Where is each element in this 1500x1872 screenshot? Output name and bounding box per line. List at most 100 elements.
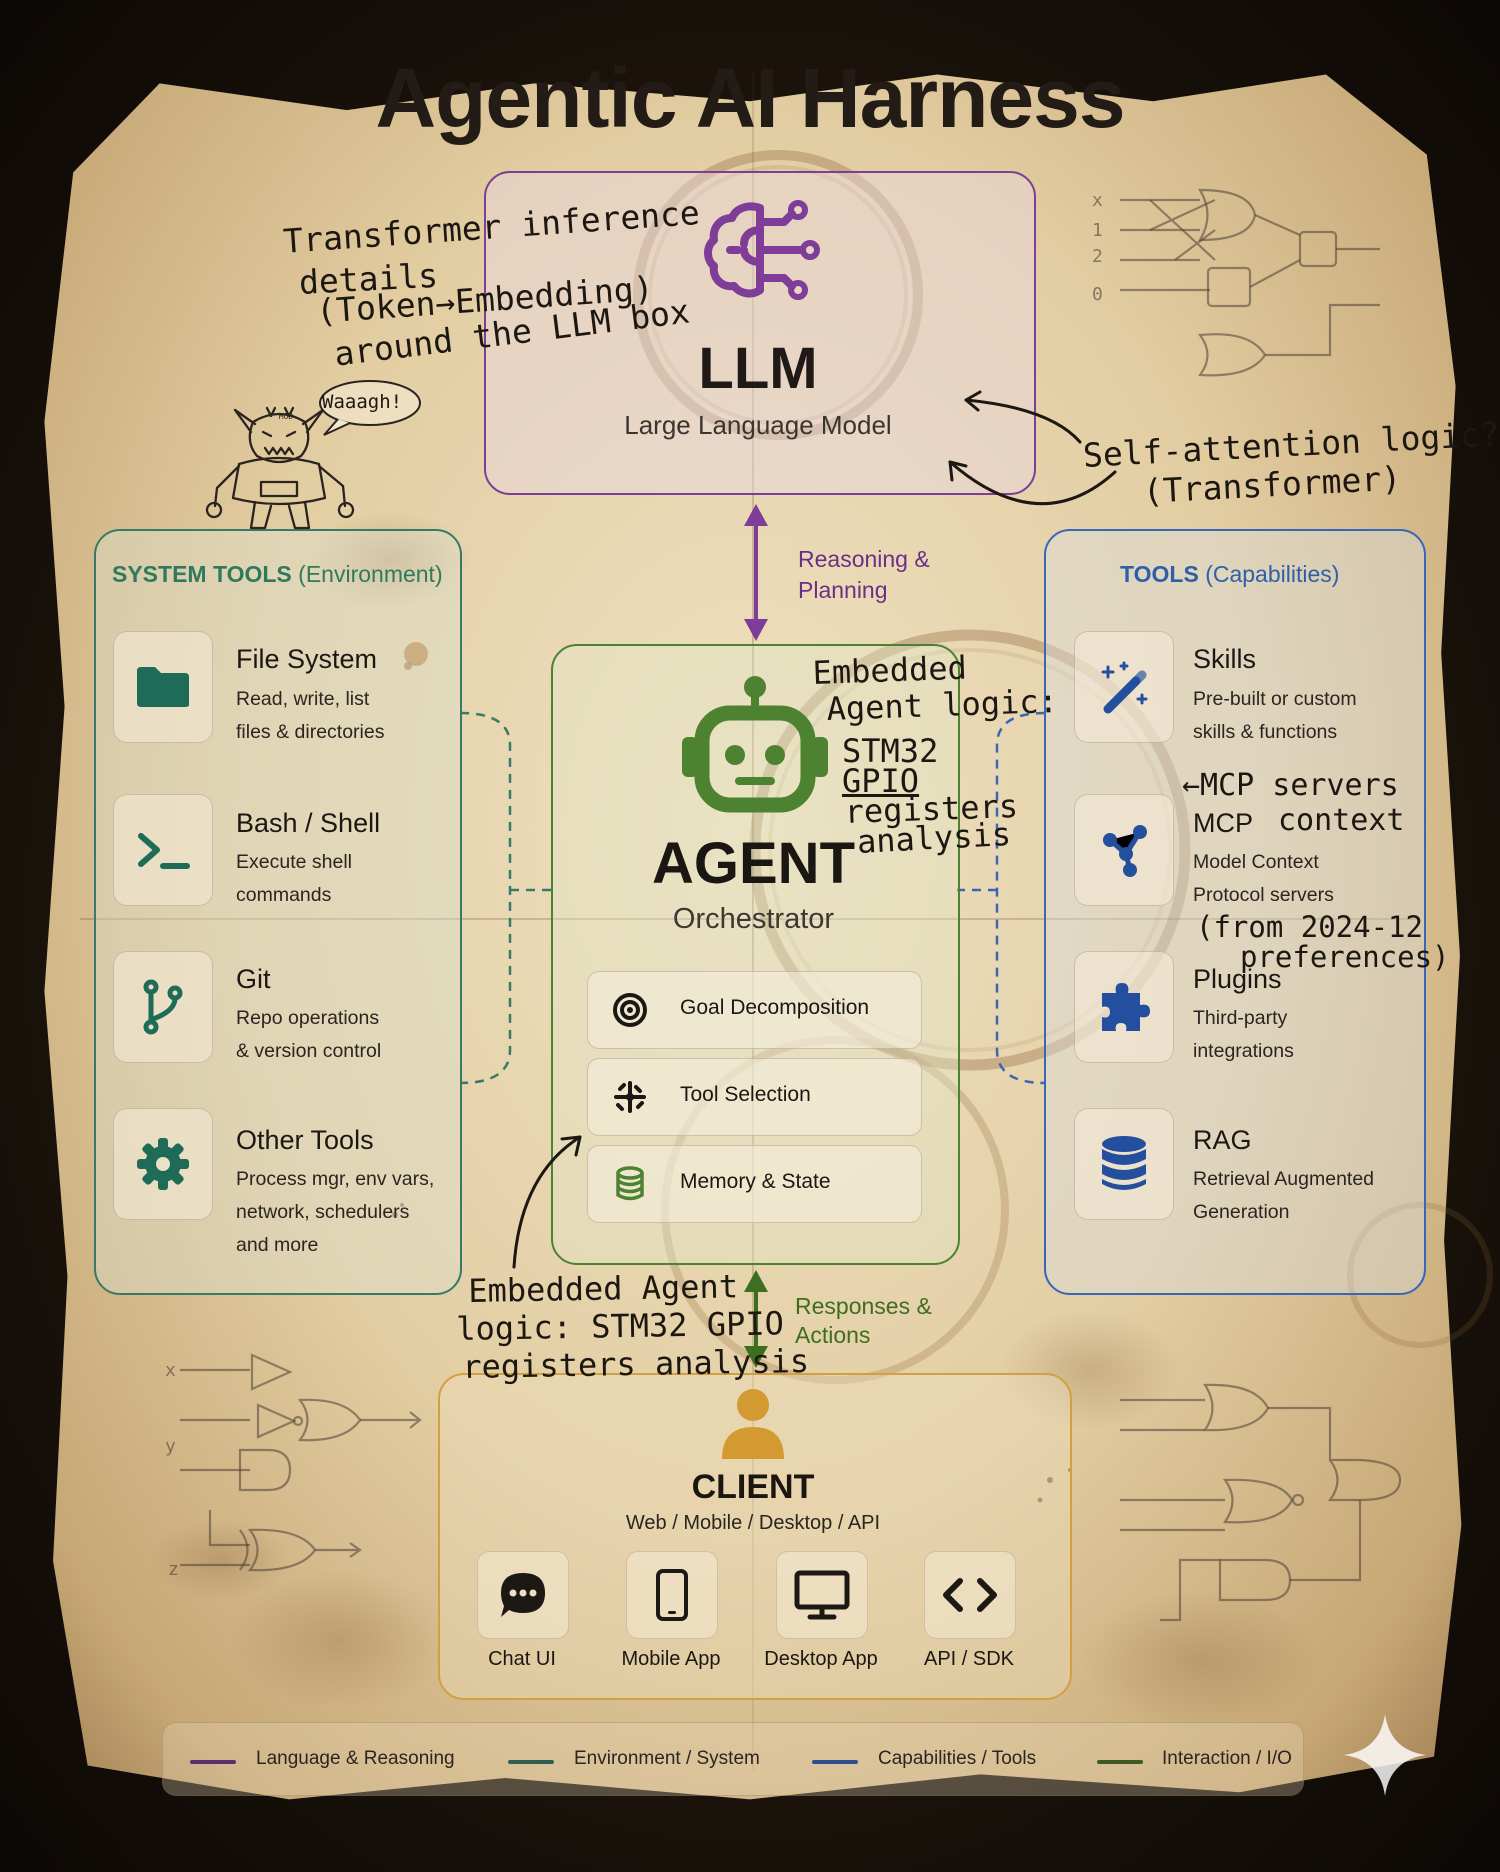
embedded-bottom-arrow xyxy=(512,1135,582,1269)
legend xyxy=(162,1722,1304,1796)
self-attention-arrows xyxy=(948,390,1117,506)
bash-shell-name: Bash / Shell xyxy=(236,808,381,838)
legend-label-language: Language & Reasoning xyxy=(256,1748,455,1769)
memory-state-label: Memory & State xyxy=(680,1170,831,1193)
svg-text:x: x xyxy=(165,1360,176,1381)
system-dashed-bracket xyxy=(459,711,551,1085)
database-stack-icon xyxy=(1102,1136,1146,1190)
mcp-context-note: context xyxy=(1278,803,1405,838)
agent-title: AGENT xyxy=(652,831,855,896)
rag-name: RAG xyxy=(1193,1125,1252,1155)
api-sdk-tile[interactable] xyxy=(924,1551,1016,1639)
file-system-desc: Read, write, list files & directories xyxy=(236,688,385,743)
skills-name: Skills xyxy=(1193,644,1257,674)
paper-fold-vertical xyxy=(752,70,754,1770)
goblin-helmet-badge: MOD xyxy=(278,412,294,421)
desktop-app-tile[interactable] xyxy=(776,1551,868,1639)
mobile-app-tile[interactable] xyxy=(626,1551,718,1639)
svg-text:y: y xyxy=(165,1436,176,1457)
legend-label-capabilities: Capabilities / Tools xyxy=(878,1748,1037,1769)
desktop-app-label: Desktop App xyxy=(764,1648,878,1670)
user-icon xyxy=(722,1389,784,1459)
brain-circuit-icon xyxy=(704,200,820,300)
git-desc: Repo operations & version control xyxy=(236,1007,382,1062)
legend-label-environment: Environment / System xyxy=(574,1748,760,1769)
legend-swatch-interaction xyxy=(1097,1760,1143,1764)
system-tools-title: SYSTEM TOOLS xyxy=(112,561,292,587)
file-system-tile[interactable] xyxy=(113,631,213,743)
skills-desc: Pre-built or custom skills & functions xyxy=(1193,688,1357,743)
sparkle-icon xyxy=(1344,1714,1426,1796)
puzzle-icon xyxy=(1102,983,1150,1031)
git-branch-icon xyxy=(143,979,183,1035)
page-title: Agentic AI Harness xyxy=(375,51,1125,145)
api-sdk-label: API / SDK xyxy=(923,1648,1015,1670)
code-brackets-icon xyxy=(943,1578,997,1612)
target-icon xyxy=(613,993,647,1027)
mcp-servers-note: ←MCP servers xyxy=(1182,768,1399,803)
client-subtitle: Web / Mobile / Desktop / API xyxy=(625,1512,881,1534)
from-2024-note-line-1: (from 2024-12 xyxy=(1196,910,1423,944)
legend-swatch-capabilities xyxy=(812,1760,858,1764)
mobile-phone-icon xyxy=(656,1569,688,1621)
legend-swatch-language xyxy=(190,1760,236,1764)
reasoning-connector xyxy=(744,504,768,641)
chat-ui-label: Chat UI xyxy=(488,1648,556,1670)
other-tools-name: Other Tools xyxy=(236,1125,374,1155)
embedded-note-line-4: GPIO xyxy=(842,762,920,800)
embedded-note-line-3: STM32 xyxy=(842,732,939,770)
tool-selection-item[interactable]: Tool Selection xyxy=(587,1058,922,1136)
memory-state-item[interactable]: Memory & State xyxy=(587,1145,922,1223)
goblin-sketch-icon xyxy=(205,406,355,530)
robot-icon xyxy=(682,676,828,813)
from-2024-note-line-2: preferences) xyxy=(1240,940,1450,974)
folder-icon xyxy=(137,667,189,707)
mcp-name: MCP xyxy=(1193,808,1253,838)
svg-text:0: 0 xyxy=(1092,284,1103,305)
legend-swatch-environment xyxy=(508,1760,554,1764)
monitor-icon xyxy=(794,1570,850,1620)
file-system-name: File System xyxy=(236,644,378,674)
mcp-tile[interactable] xyxy=(1074,794,1174,906)
system-tools-subtitle: (Environment) xyxy=(298,561,443,587)
other-tools-tile[interactable] xyxy=(113,1108,213,1220)
responses-connector xyxy=(744,1270,768,1368)
chat-bubble-icon xyxy=(501,1573,545,1617)
chat-ui-tile[interactable] xyxy=(477,1551,569,1639)
rag-tile[interactable] xyxy=(1074,1108,1174,1220)
plugins-tile[interactable] xyxy=(1074,951,1174,1063)
database-icon xyxy=(616,1166,644,1201)
git-tile[interactable] xyxy=(113,951,213,1063)
terminal-icon xyxy=(138,833,190,869)
svg-text:z: z xyxy=(168,1559,179,1580)
tool-selection-label: Tool Selection xyxy=(680,1083,811,1106)
bash-shell-tile[interactable] xyxy=(113,794,213,906)
rag-desc: Retrieval Augmented Generation xyxy=(1193,1168,1375,1223)
legend-label-interaction: Interaction / I/O xyxy=(1162,1748,1292,1769)
embedded-bottom-note-line-2: logic: STM32 GPIO xyxy=(456,1304,785,1348)
tools-title: TOOLS xyxy=(1120,561,1199,587)
other-tools-desc: Process mgr, env vars, network, schedule… xyxy=(236,1168,435,1256)
agent-subtitle: Orchestrator xyxy=(672,903,835,935)
skills-tile[interactable] xyxy=(1074,631,1174,743)
reasoning-planning-label: Reasoning & Planning xyxy=(798,546,930,603)
responses-actions-label: Responses & Actions xyxy=(795,1293,932,1348)
llm-title: LLM xyxy=(698,336,818,401)
bash-shell-desc: Execute shell commands xyxy=(236,851,352,906)
goal-decomposition-item[interactable]: Goal Decomposition xyxy=(587,971,922,1049)
plugins-desc: Third-party integrations xyxy=(1193,1007,1294,1062)
llm-subtitle: Large Language Model xyxy=(624,410,892,440)
tools-header: TOOLS (Capabilities) xyxy=(1120,561,1339,588)
tools-dashed-bracket xyxy=(957,711,1046,1085)
gear-icon xyxy=(137,1138,189,1190)
system-tools-header: SYSTEM TOOLS (Environment) xyxy=(112,561,443,588)
svg-text:1: 1 xyxy=(1092,220,1103,241)
network-nodes-icon xyxy=(1103,825,1147,877)
embedded-note-line-2: Agent logic: xyxy=(826,681,1059,728)
tools-subtitle: (Capabilities) xyxy=(1205,561,1340,587)
paper-fold-horizontal xyxy=(80,918,1420,920)
mobile-app-label: Mobile App xyxy=(621,1648,721,1670)
goal-decomposition-label: Goal Decomposition xyxy=(680,996,870,1019)
